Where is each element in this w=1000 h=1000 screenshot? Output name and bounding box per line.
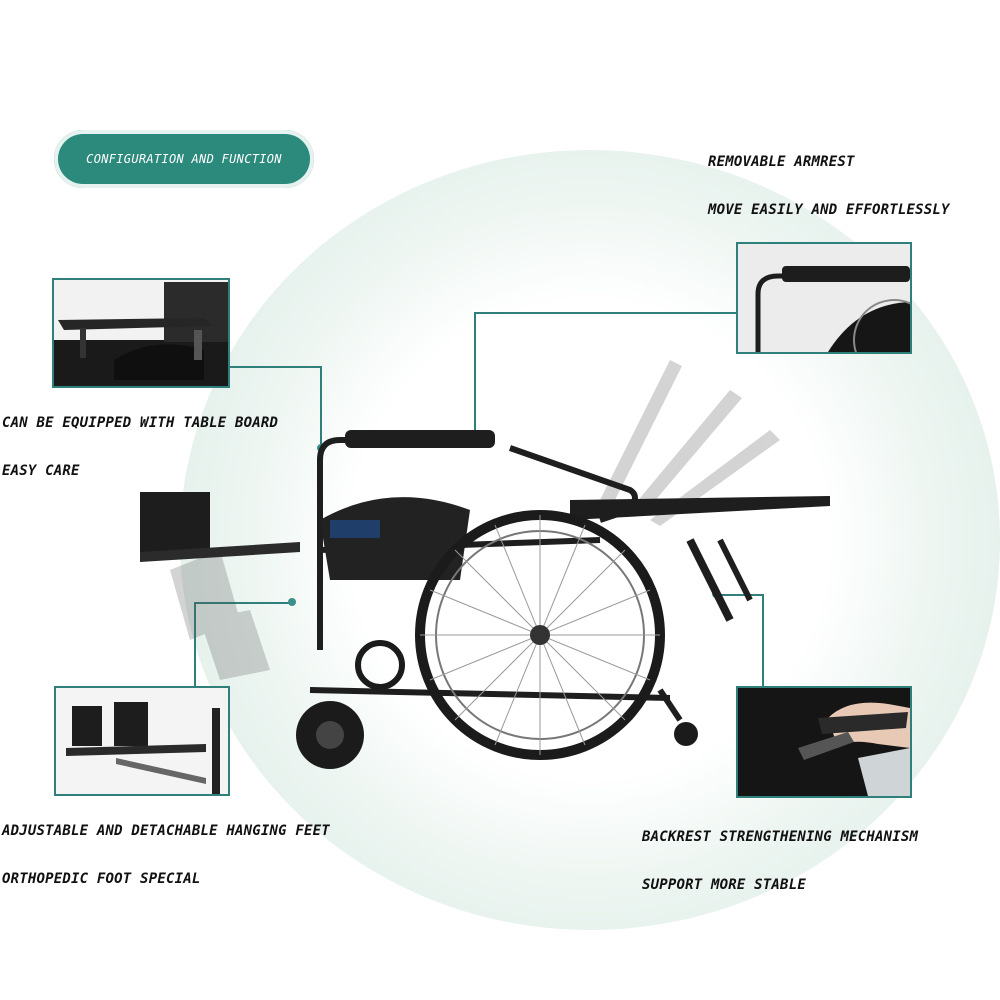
- armrest-illustration: [755, 266, 910, 352]
- callout-line-armrest: [474, 312, 736, 314]
- label-hanging-feet: ADJUSTABLE AND DETACHABLE HANGING FEET: [2, 823, 330, 839]
- inset-hanging-feet: [54, 686, 230, 796]
- inset-armrest: [736, 242, 912, 354]
- table-board-illustration: [54, 282, 228, 386]
- callout-line-backrest-vertical: [762, 594, 764, 686]
- label-table-board: CAN BE EQUIPPED WITH TABLE BOARD: [2, 415, 279, 431]
- label-support-stable: SUPPORT MORE STABLE: [642, 877, 806, 893]
- callout-line-feet: [194, 602, 292, 604]
- label-orthopedic-foot: ORTHOPEDIC FOOT SPECIAL: [2, 871, 201, 887]
- badge-text: CONFIGURATION AND FUNCTION: [86, 152, 282, 166]
- hanging-feet-illustration: [66, 702, 220, 794]
- callout-line-feet-vertical: [194, 602, 196, 686]
- label-move-easily: MOVE EASILY AND EFFORTLESSLY: [708, 202, 950, 218]
- label-removable-armrest: REMOVABLE ARMREST: [708, 154, 855, 170]
- wheelchair-illustration: [140, 360, 830, 769]
- label-easy-care: EASY CARE: [2, 463, 80, 479]
- backrest-mechanism-illustration: [738, 688, 910, 796]
- callout-line-table-vertical: [320, 366, 322, 448]
- callout-line-backrest: [716, 594, 764, 596]
- label-backrest-mechanism: BACKREST STRENGTHENING MECHANISM: [642, 829, 919, 845]
- configuration-badge: CONFIGURATION AND FUNCTION: [54, 130, 314, 188]
- inset-table-board: [52, 278, 230, 388]
- inset-backrest-mechanism: [736, 686, 912, 798]
- callout-dot-feet: [288, 598, 296, 606]
- callout-line-armrest-vertical: [474, 312, 476, 436]
- callout-line-table: [230, 366, 322, 368]
